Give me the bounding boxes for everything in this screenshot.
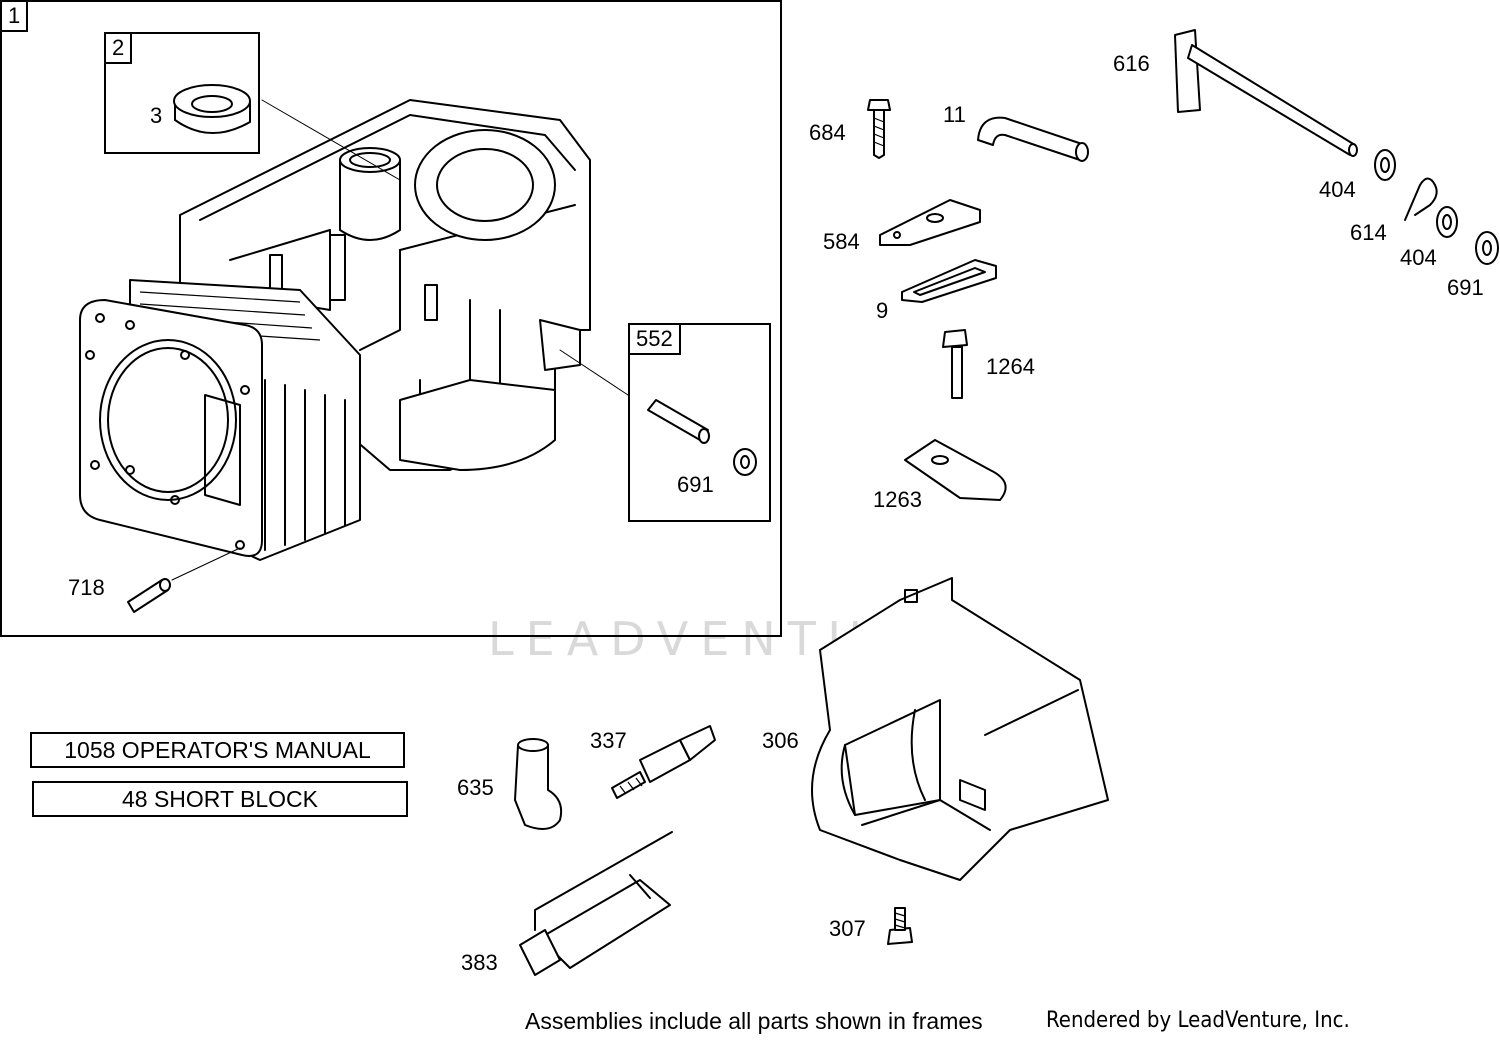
assemblies-note: Assemblies include all parts shown in fr… [525,1008,983,1034]
seal-drawing [173,84,251,134]
callout-9: 9 [876,298,889,323]
frame-tag-552: 552 [628,323,681,355]
frame-short-block-assembly: 1 [0,0,782,637]
callout-307: 307 [829,916,866,941]
callout-635: 635 [457,775,494,800]
callout-1263: 1263 [873,487,922,512]
plug-tool-drawing [519,831,673,976]
rendered-by-credit: Rendered by LeadVenture, Inc. [1046,1008,1350,1033]
callout-11: 11 [943,102,966,127]
callout-404-b: 404 [1400,245,1437,270]
callout-691-frame: 691 [677,472,714,497]
callout-684: 684 [809,120,846,145]
washer-404-b-drawing [1436,206,1458,238]
breather-hose-drawing [977,116,1089,162]
spark-plug-drawing [611,725,716,799]
callout-383: 383 [461,950,498,975]
callout-306: 306 [762,728,799,753]
short-block-item[interactable]: 48 SHORT BLOCK [32,781,408,817]
callout-584: 584 [823,229,860,254]
clip-614-drawing [1404,177,1438,221]
gasket-9-drawing [901,259,997,303]
callout-614: 614 [1350,220,1387,245]
plate-1263-drawing [904,439,1007,501]
washer-404-a-drawing [1374,149,1396,181]
spark-boot-drawing [514,738,563,830]
frame-tag-2: 2 [104,32,133,64]
shroud-306-drawing [811,577,1109,881]
washer-691-drawing [733,448,757,476]
callout-718: 718 [68,575,105,600]
frame-dowel-kit: 552 [628,323,771,522]
callout-616: 616 [1113,51,1150,76]
callout-337: 337 [590,728,627,753]
cover-584-drawing [879,199,981,246]
callout-3: 3 [150,103,163,128]
dowel-718-drawing [127,578,171,613]
bolt-1264-drawing [942,329,968,399]
operators-manual-item[interactable]: 1058 OPERATOR'S MANUAL [30,732,405,768]
engine-block-drawing [79,99,591,561]
governor-shaft-drawing [1174,29,1358,157]
callout-691-b: 691 [1447,275,1484,300]
frame-seal: 2 [104,32,260,154]
screw-307-drawing [887,907,913,945]
washer-691-b-drawing [1475,231,1499,265]
callout-404-a: 404 [1319,177,1356,202]
frame-tag-1: 1 [0,0,29,32]
dowel-pin-drawing [647,399,710,444]
bolt-684-drawing [867,99,891,159]
callout-1264: 1264 [986,354,1035,379]
